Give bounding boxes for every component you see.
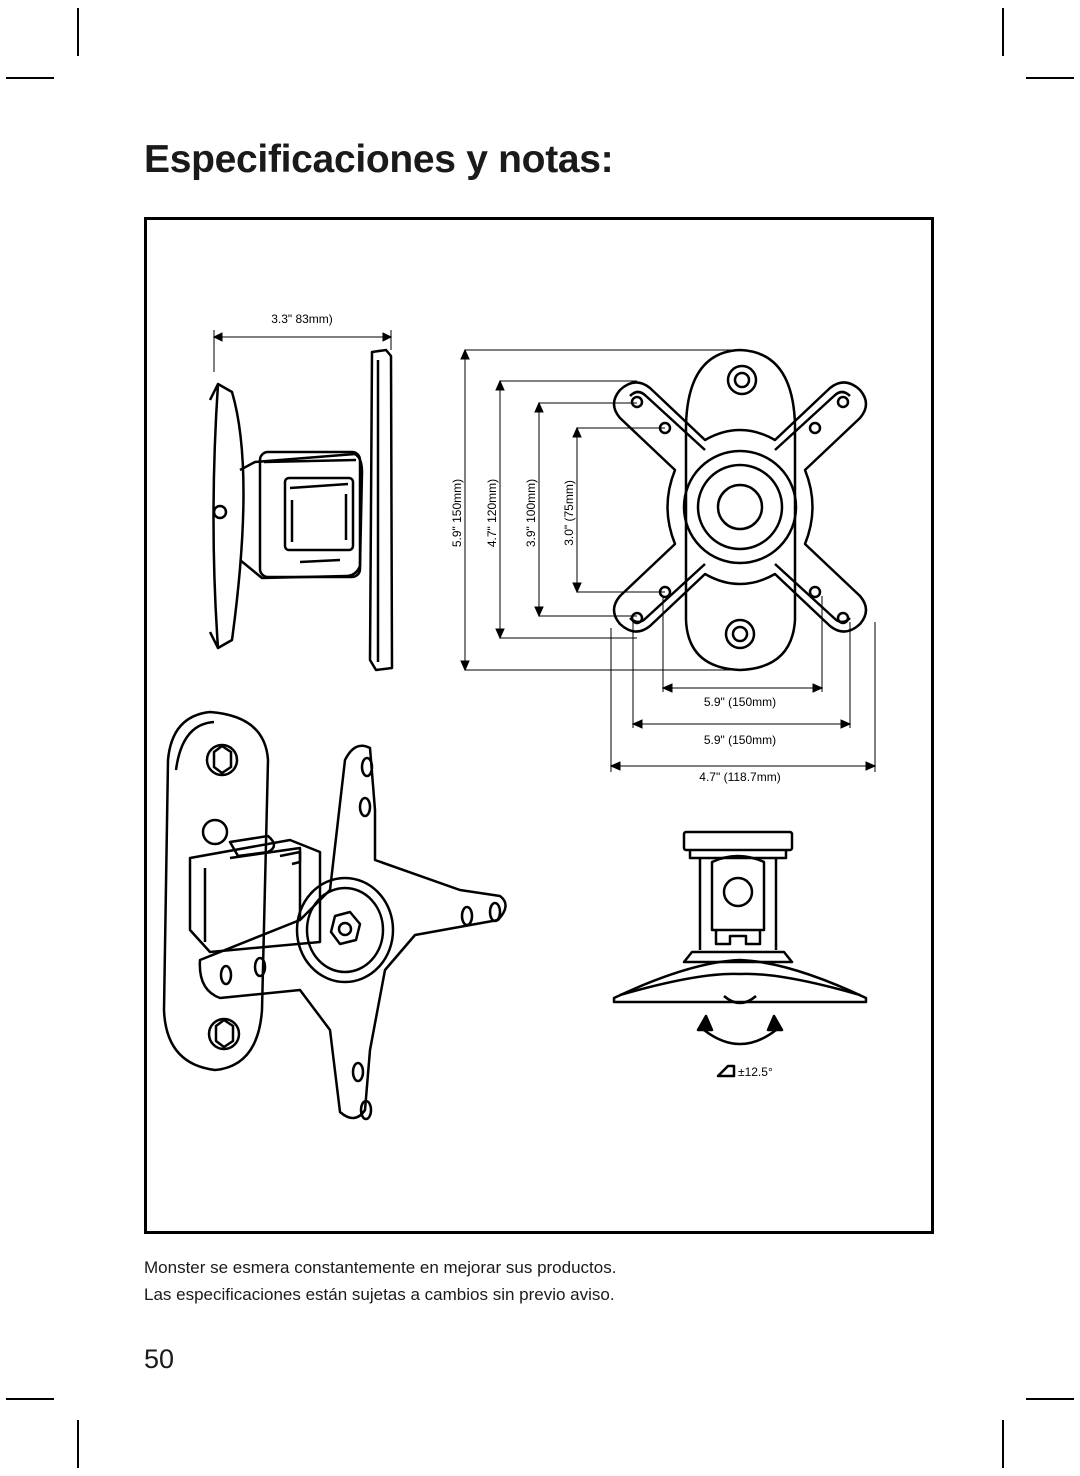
note-line-2: Las especificaciones están sujetas a cam… xyxy=(144,1285,615,1304)
dim-horizontal-118-label: 4.7" (118.7mm) xyxy=(699,770,780,784)
page-title: Especificaciones y notas: xyxy=(144,138,614,181)
dim-horizontal-150-outer-label: 5.9" (150mm) xyxy=(704,733,776,747)
front-view-drawing xyxy=(612,348,868,672)
dim-vertical-120-label: 4.7" 120mm) xyxy=(485,479,499,547)
crop-mark xyxy=(6,1398,54,1400)
dim-vertical-75-label: 3.0" (75mm) xyxy=(562,480,576,546)
dim-vertical-100-label: 3.9" 100mm) xyxy=(524,479,538,547)
tilt-angle-label: ±12.5° xyxy=(738,1065,773,1079)
mount-diagram: 3.3" 83mm) 5.9" 150mm) 4.7" 120mm) 3.9" … xyxy=(162,312,877,1121)
dim-horizontal-150-inner-label: 5.9" (150mm) xyxy=(704,695,776,709)
crop-mark xyxy=(1026,77,1074,79)
crop-mark xyxy=(6,77,54,79)
crop-mark xyxy=(1026,1398,1074,1400)
crop-mark xyxy=(77,1420,79,1468)
dim-vertical-150-label: 5.9" 150mm) xyxy=(450,479,464,547)
crop-mark xyxy=(1002,1420,1004,1468)
crop-mark xyxy=(77,8,79,56)
dimension-lines xyxy=(212,330,877,772)
perspective-view-drawing xyxy=(162,710,507,1121)
dim-depth-label: 3.3" 83mm) xyxy=(271,312,333,326)
side-view-drawing xyxy=(208,348,394,672)
tilt-view-drawing xyxy=(612,830,868,1078)
page-number: 50 xyxy=(144,1344,175,1374)
note-line-1: Monster se esmera constantemente en mejo… xyxy=(144,1258,617,1277)
spec-diagram-frame: 3.3" 83mm) 5.9" 150mm) 4.7" 120mm) 3.9" … xyxy=(144,217,934,1234)
disclaimer-note: Monster se esmera constantemente en mejo… xyxy=(144,1254,616,1308)
crop-mark xyxy=(1002,8,1004,56)
